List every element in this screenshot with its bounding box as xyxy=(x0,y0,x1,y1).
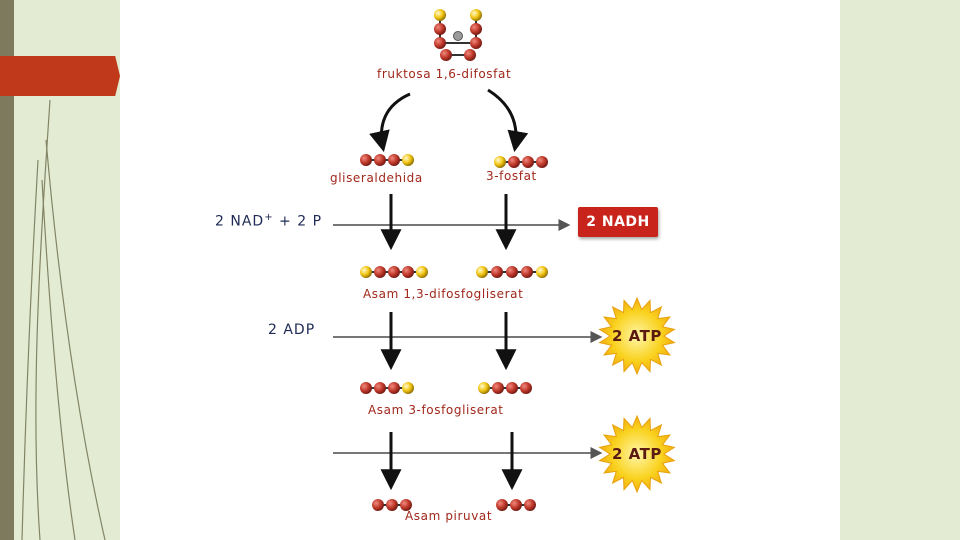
bpg-label: Asam 1,3-difosfogliserat xyxy=(363,287,524,301)
decorative-swoosh xyxy=(21,99,106,540)
nad-superscript: + xyxy=(264,212,274,223)
accent-tab xyxy=(0,56,120,96)
carbon-bead-icon xyxy=(434,37,446,49)
atp-product-2: 2 ATP xyxy=(612,445,662,463)
pyruvate-right-molecule xyxy=(496,499,536,511)
pga-label: Asam 3-fosfogliserat xyxy=(368,403,504,417)
carbon-bead-icon xyxy=(470,23,482,35)
nad-rest-text: + 2 P xyxy=(279,213,323,230)
pga-right-molecule xyxy=(478,382,532,394)
fructose-label: fruktosa 1,6-difosfat xyxy=(377,67,512,81)
g3p-right-label: 3-fosfat xyxy=(486,169,537,183)
pyruvate-left-molecule xyxy=(372,499,412,511)
carbon-bead-icon xyxy=(464,49,476,61)
fructose-molecule xyxy=(434,9,482,61)
bpg-right-molecule xyxy=(476,266,548,278)
atp-product-1: 2 ATP xyxy=(612,327,662,345)
starburst-icon xyxy=(598,414,676,494)
nad-text: 2 NAD xyxy=(215,213,265,230)
carbon-bead-icon xyxy=(470,37,482,49)
phosphate-bead-icon xyxy=(434,9,446,21)
starburst-icon xyxy=(598,296,676,376)
g3p-right-molecule xyxy=(494,156,548,168)
carbon-bead-icon xyxy=(440,49,452,61)
pyruvate-label: Asam piruvat xyxy=(405,509,493,523)
right-band xyxy=(840,0,960,540)
phosphate-bead-icon xyxy=(470,9,482,21)
pga-left-molecule xyxy=(360,382,414,394)
g3p-left-molecule xyxy=(360,154,414,166)
oxygen-bead-icon xyxy=(453,31,463,41)
carbon-bead-icon xyxy=(434,23,446,35)
nadh-product-box: 2 NADH xyxy=(578,207,658,237)
nad-reactant: 2 NAD+ + 2 P xyxy=(215,212,322,230)
bpg-left-molecule xyxy=(360,266,428,278)
g3p-left-label: gliseraldehida xyxy=(330,171,423,185)
adp-reactant: 2 ADP xyxy=(268,322,316,338)
split-arrow-left xyxy=(369,92,411,153)
split-arrow-right xyxy=(487,88,529,153)
left-sidebar-bar xyxy=(0,0,14,540)
